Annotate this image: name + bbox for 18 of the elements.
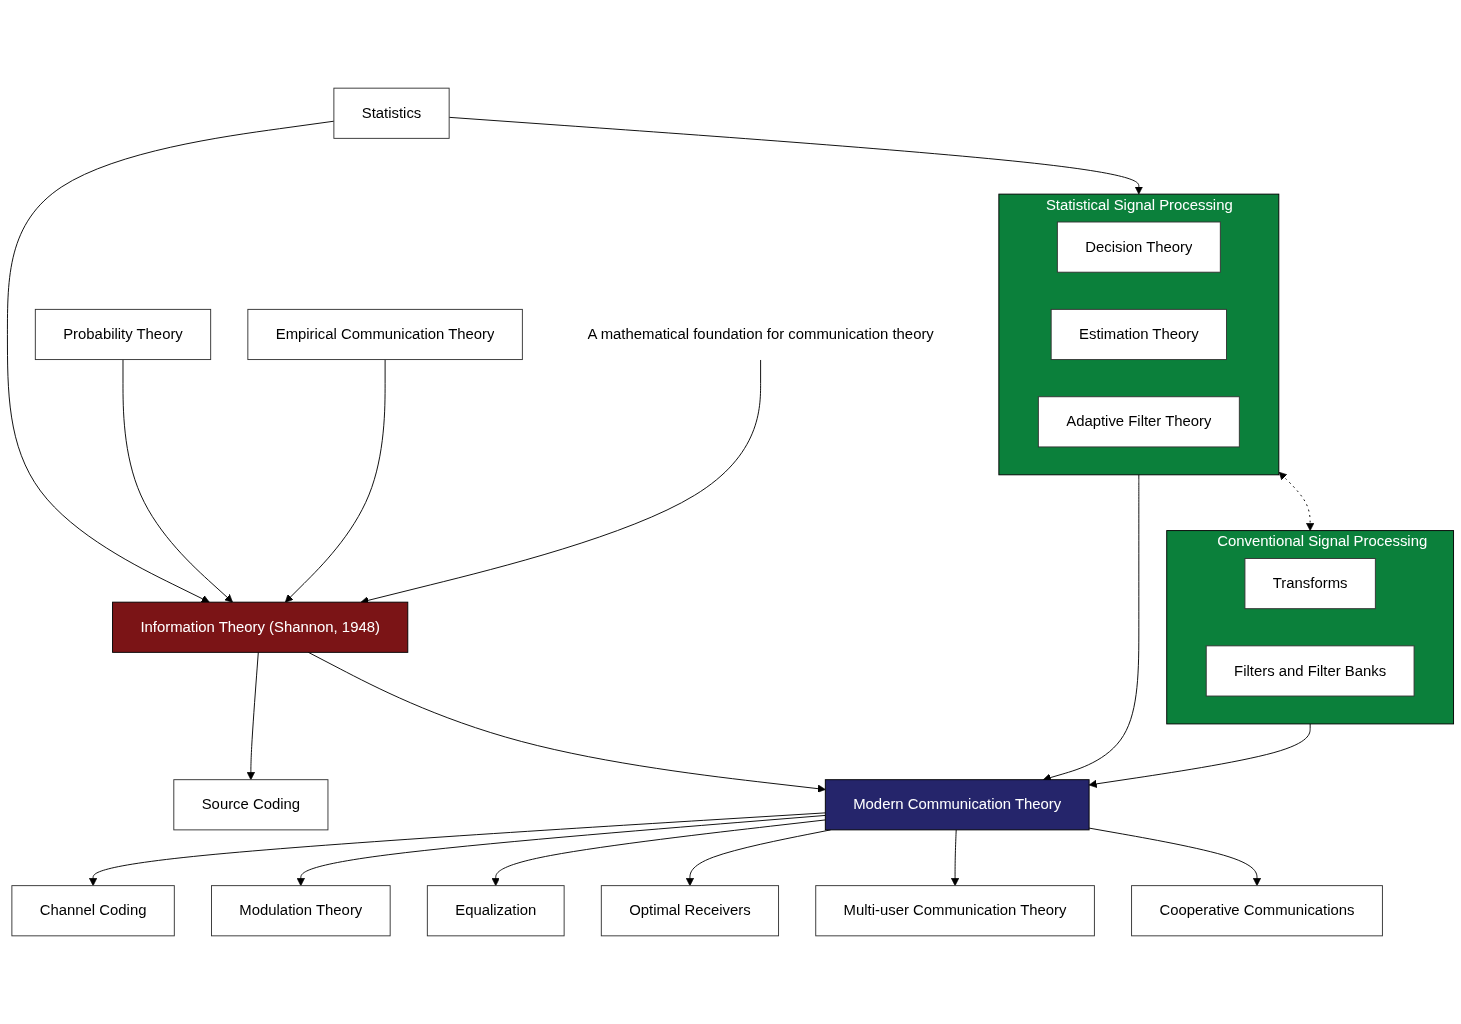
node-box: Estimation Theory [1050, 308, 1227, 361]
node-box: Source Coding [173, 779, 329, 831]
node-box: Multi-user Communication Theory [815, 885, 1095, 937]
node-box: Decision Theory [1056, 221, 1221, 273]
node-box: Channel Coding [11, 885, 175, 937]
node-box: Transforms [1244, 558, 1376, 610]
node-box: Optimal Receivers [600, 885, 780, 937]
node-box: Filters and Filter Banks [1205, 645, 1415, 697]
node-box: Modulation Theory [211, 885, 391, 937]
node-box: Adaptive Filter Theory [1037, 396, 1240, 448]
node-box: Empirical Communication Theory [247, 308, 523, 361]
node-box: Probability Theory [34, 308, 212, 361]
node-box: Statistics [333, 87, 450, 139]
node-box: Equalization [426, 885, 565, 937]
node-box: Cooperative Communications [1131, 885, 1383, 937]
node-text: A mathematical foundation for communication theory [587, 326, 934, 342]
node-box: Modern Communication Theory [824, 779, 1090, 831]
node-box: Information Theory (Shannon, 1948) [112, 601, 409, 653]
